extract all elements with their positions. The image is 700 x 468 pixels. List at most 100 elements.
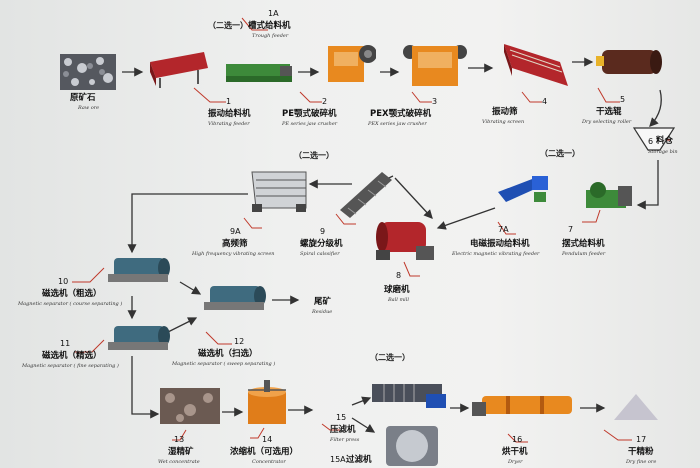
dryer-label: 烘干机 [502,447,528,457]
wet-concentrate-label: 湿精矿 [168,447,194,457]
concentrator-label: 浓缩机（可选用） [230,447,299,457]
pendulum-feeder-num: 7 [568,225,574,234]
dryer-en: Dryer [508,459,523,465]
trough-feeder-num: 1A [268,9,279,18]
pendulum-feeder-image [586,182,632,208]
vibrating-screen-num: 4 [542,97,548,106]
filter-press-num: 15 [336,413,347,422]
trough-feeder-image [226,64,292,82]
storage-bin-en: Storage bin [648,149,678,155]
pendulum-feeder-label: 摆式给料机 [562,239,605,249]
concentrator-num: 14 [262,435,273,444]
choose-one-label-top: （二选一） [208,21,248,30]
spiral-classifier-label: 螺旋分级机 [300,239,343,249]
filter-15a-label: 过滤机 [346,455,372,465]
residue-label: 尾矿 [314,297,332,307]
mag-coarse-num: 10 [58,277,69,286]
filter-press-label: 压滤机 [330,425,356,435]
mag-sweep-num: 12 [234,337,245,346]
raw-ore-en: Raw ore [78,105,100,111]
arrow-bin-to-feeder [636,160,659,210]
filter-press-en: Filter press [330,437,360,443]
storage-bin-image [632,127,676,151]
pe-crusher-label: PE颚式破碎机 [282,109,337,119]
storage-bin-num: 6 [648,137,654,146]
fine-ore-en: Dry fine ore [626,459,657,465]
fine-ore-num: 17 [636,435,647,444]
spiral-classifier-en: Spiral calssifier [300,251,340,257]
vibrating-screen-label: 振动筛 [492,107,518,117]
mag-sweep-image [204,286,266,310]
storage-bin-label: 料仓 [656,136,674,146]
dry-roller-image [596,50,662,74]
wet-concentrate-image [160,388,220,424]
residue-en: Residue [312,309,333,315]
ball-mill-image [376,222,434,260]
arrow-feeder-to-mill [436,207,496,230]
hf-screen-label: 高频筛 [222,239,248,249]
vibrating-feeder-num: 1 [226,97,232,106]
arrow-screen-to-mag [127,193,248,254]
concentrator-en: Concentrator [252,459,286,465]
arrow-roller-to-bin [649,89,662,127]
mag-fine-num: 11 [60,339,71,348]
pendulum-feeder-en: Pendulum feeder [562,251,606,257]
choose-one-label-mid: （二选一） [294,151,334,160]
mag-sweep-en: Magnetic separator ( sweep separating ) [172,361,276,367]
concentrator-image [248,380,286,424]
wet-concentrate-en: Wet concentrate [158,459,200,465]
mag-coarse-label: 磁选机（粗选） [42,289,102,299]
electromagnetic-feeder-label: 电磁振动给料机 [470,239,530,249]
mag-coarse-image [108,258,170,282]
pe-crusher-image [328,45,376,82]
raw-ore-label: 原矿石 [70,93,96,103]
mag-fine-image [108,326,170,350]
arrow-classifier-to-mill [394,177,433,219]
dry-fine-ore-image [614,394,658,420]
electromagnetic-feeder-image [498,176,548,202]
mag-sweep-label: 磁选机（扫选） [198,349,258,359]
filter-15a-num: 15A [330,455,346,464]
choose-one-label-feeder: （二选一） [540,149,580,158]
mag-fine-en: Magnetic separator ( fine separating ) [22,363,119,369]
dry-roller-num: 5 [620,95,626,104]
pex-crusher-image [403,45,467,86]
arrow-fine-to-sweep [167,317,198,333]
vibrating-feeder-label: 振动给料机 [208,109,251,119]
filter-press-image [372,384,446,408]
vibrating-feeder-image [150,52,208,88]
vibrating-screen-image [504,44,568,86]
vibrating-screen-en: Vibrating screen [482,119,525,125]
dryer-image [472,396,572,416]
hf-screen-image [251,171,307,212]
arrow-coarse-to-sweep [179,281,202,295]
mag-coarse-en: Magnetic separator ( course separating ) [18,301,123,307]
spiral-classifier-image [340,172,392,218]
pe-crusher-en: PE series jaw crusher [282,121,338,127]
ball-mill-en: Ball mill [388,297,409,303]
pex-crusher-label: PEX颚式破碎机 [370,109,432,119]
dry-roller-en: Dry selecting roller [582,119,632,125]
vibrating-feeder-en: Vibrating feeder [208,121,250,127]
raw-ore-image [60,54,116,90]
electromagnetic-feeder-num: 7A [498,225,509,234]
arrow-to-filter15a [351,417,376,433]
arrow-to-filterpress [351,396,372,406]
ball-mill-num: 8 [396,271,402,280]
hf-screen-en: High frequency vibrating screen [192,251,275,257]
leader-lines [72,17,670,443]
choose-one-label-bottom: （二选一） [370,353,410,362]
dry-roller-label: 干选辊 [596,107,622,117]
mag-fine-label: 磁选机（精选） [42,351,102,361]
fine-ore-label: 干精粉 [628,447,654,457]
pe-crusher-num: 2 [322,97,328,106]
spiral-classifier-num: 9 [320,227,326,236]
filter-15a-image [386,426,438,466]
ball-mill-label: 球磨机 [384,285,410,295]
pex-crusher-num: 3 [432,97,438,106]
wet-concentrate-num: 13 [174,435,185,444]
arrow-fine-to-concentrate [131,356,160,419]
pex-crusher-en: PEX series jaw crusher [368,121,427,127]
